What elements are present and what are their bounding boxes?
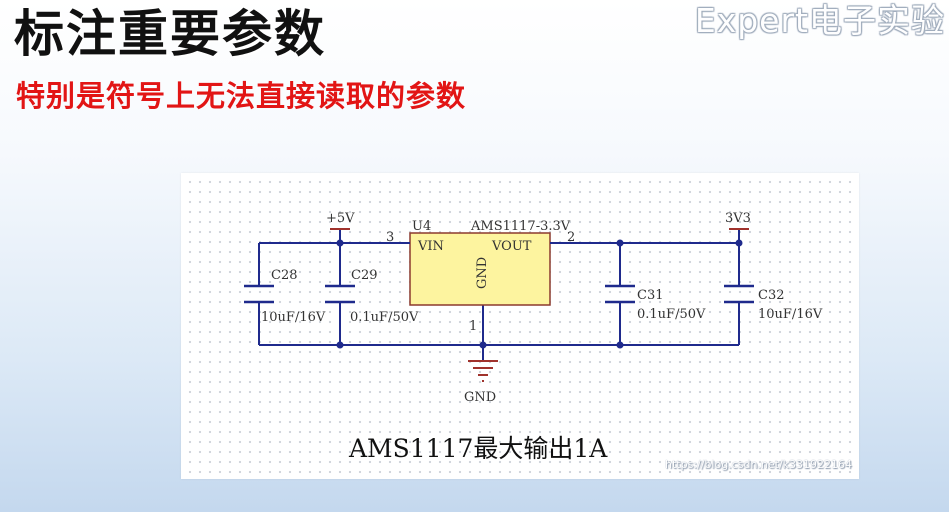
capacitor-symbol-c31 [605,284,635,304]
ground-label: GND [464,390,496,405]
schematic-diagram: U4 AMS1117-3.3V VIN VOUT GND 3 2 1 +5V 3… [244,211,823,463]
schematic-caption: AMS1117最大输出1A [348,434,608,463]
slide-title: 标注重要参数 [14,5,326,63]
output-power-label: 3V3 [725,211,751,226]
junction-dot [479,341,487,349]
regulator-part-number: AMS1117-3.3V [470,219,571,234]
capacitor-symbol-c29 [325,284,355,304]
junction-dot [735,239,743,247]
capacitor-symbol-c28 [244,284,274,304]
input-power-label: +5V [326,211,355,226]
junction-dot [336,341,344,349]
capacitor-designator: C32 [758,288,785,303]
capacitor-designator: C29 [351,268,378,283]
vin-pin-number: 3 [386,230,394,245]
regulator-designator: U4 [412,219,431,234]
wires [258,230,740,360]
capacitor-value: 0.1uF/50V [637,307,706,322]
schematic-figure: U4 AMS1117-3.3V VIN VOUT GND 3 2 1 +5V 3… [181,173,859,479]
slide-subtitle: 特别是符号上无法直接读取的参数 [16,79,467,113]
ground-symbol [468,360,498,382]
url-watermark: https://blog.csdn.net/k331922164 [665,458,853,471]
brand-watermark: Expert电子实验 [694,1,945,40]
capacitor-designator: C31 [637,288,664,303]
capacitor-value: 10uF/16V [261,310,326,325]
junctions [336,239,743,349]
vin-pin-label: VIN [417,239,444,254]
junction-dot [616,341,624,349]
capacitor-value: 0.1uF/50V [350,310,419,325]
regulator-ic-body [409,232,551,306]
vout-pin-number: 2 [567,230,575,245]
capacitor-value: 10uF/16V [758,307,823,322]
junction-dot [336,239,344,247]
capacitor-symbol-c32 [724,284,754,304]
gnd-pin-number: 1 [469,319,477,334]
capacitor-designator: C28 [271,268,298,283]
vout-pin-label: VOUT [491,239,532,254]
gnd-pin-label: GND [475,257,490,289]
junction-dot [616,239,624,247]
